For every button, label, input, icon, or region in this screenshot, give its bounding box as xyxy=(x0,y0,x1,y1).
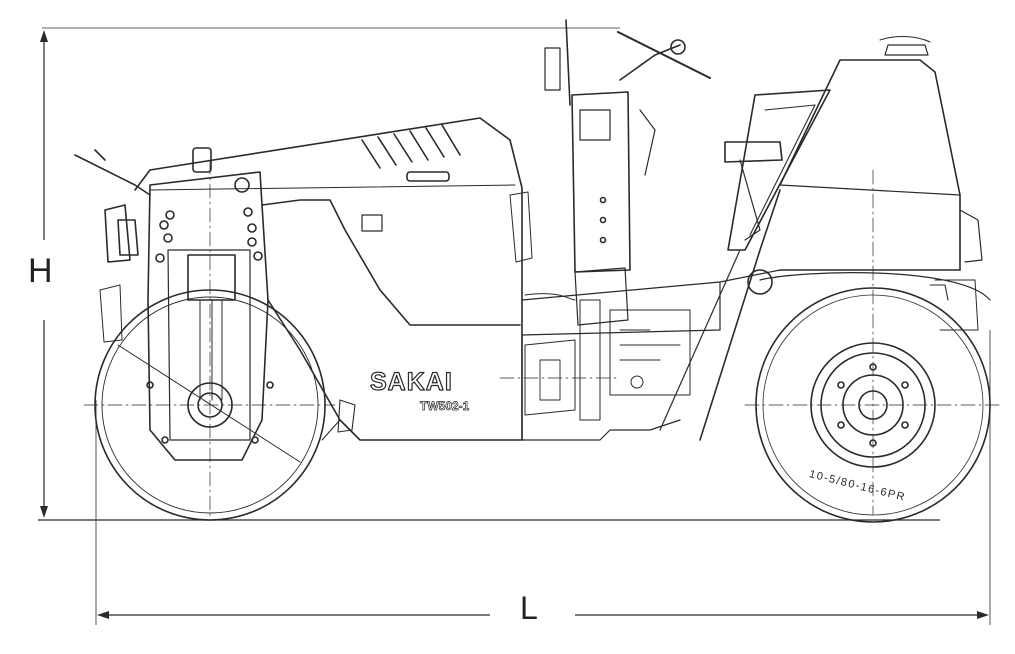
length-label: L xyxy=(520,590,538,626)
length-dimension xyxy=(95,330,991,625)
mid-chassis xyxy=(521,281,721,441)
rear-tire xyxy=(755,272,991,523)
hood-vents xyxy=(361,124,461,169)
engine-hood xyxy=(134,117,533,441)
model-text: TW502-1 xyxy=(420,399,470,413)
spray-fittings xyxy=(321,284,949,441)
front-lights xyxy=(74,149,151,343)
front-frame xyxy=(147,147,269,461)
tire-marking: 10-5/80-16-6PR xyxy=(808,468,907,504)
steering xyxy=(544,19,711,326)
brand-text: SAKAI xyxy=(370,368,453,396)
height-dimension xyxy=(38,27,940,521)
height-label: H xyxy=(28,252,53,290)
roller-drawing: SAKAI TW502-1 xyxy=(74,19,1001,523)
rear-body xyxy=(659,36,983,441)
operator-seat xyxy=(724,89,831,251)
